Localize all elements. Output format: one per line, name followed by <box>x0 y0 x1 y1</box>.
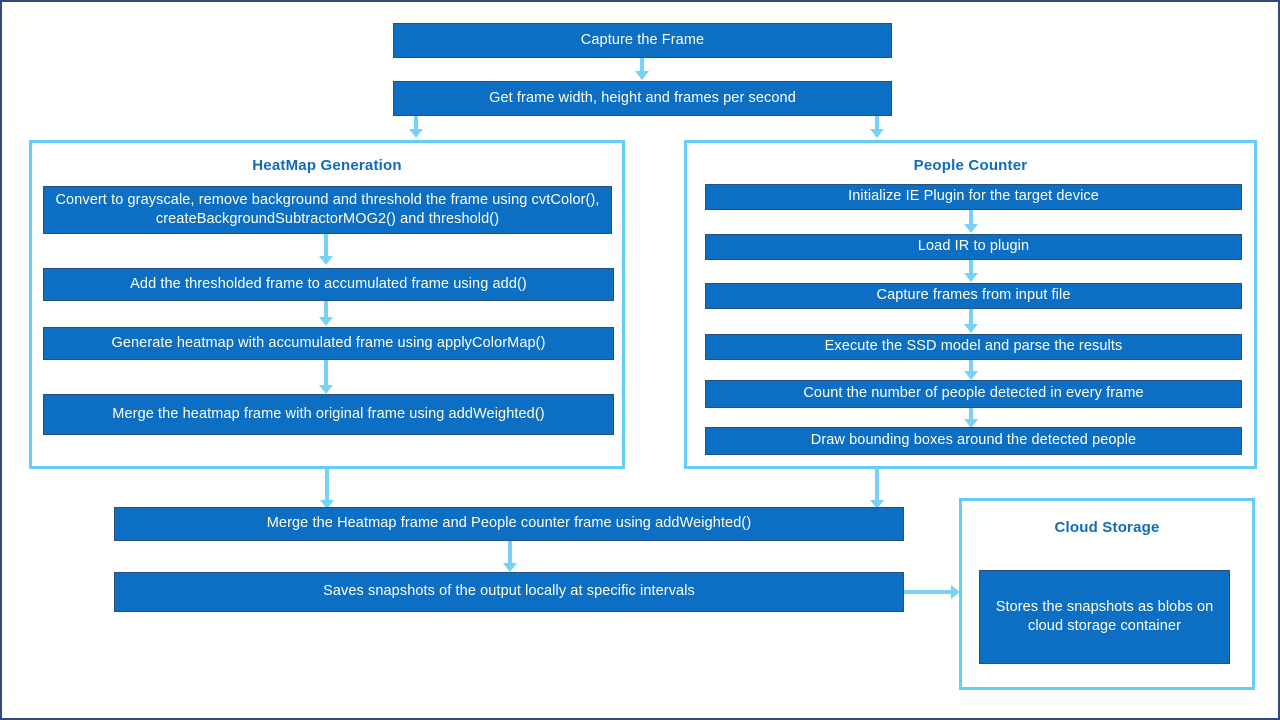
node-label: Merge the Heatmap frame and People count… <box>266 515 752 532</box>
node-draw-bounding-boxes[interactable]: Draw bounding boxes around the detected … <box>705 427 1242 455</box>
group-title-cloud-storage: Cloud Storage <box>1054 519 1160 536</box>
arrow-add-to-generate <box>324 301 328 318</box>
arrow-loadir-to-capture <box>969 260 973 274</box>
node-generate-heatmap[interactable]: Generate heatmap with accumulated frame … <box>43 327 614 360</box>
arrow-capture-to-getframe-head <box>635 71 649 80</box>
node-label: Add the thresholded frame to accumulated… <box>130 275 527 292</box>
arrow-save-to-cloudstorage <box>904 590 952 594</box>
node-label: Draw bounding boxes around the detected … <box>810 432 1137 449</box>
arrow-grayscale-to-add-head <box>319 256 333 265</box>
arrow-capture-to-getframe <box>640 58 644 72</box>
arrow-peoplecounter-group-to-merge-head <box>870 500 884 509</box>
node-label: Count the number of people detected in e… <box>803 385 1144 402</box>
group-people-counter: People Counter <box>684 140 1257 469</box>
arrow-heatmap-group-to-merge-head <box>320 500 334 509</box>
group-heatmap-generation: HeatMap Generation <box>29 140 625 469</box>
node-label: Stores the snapshots as blobs on cloud s… <box>995 598 1214 634</box>
arrow-generate-to-merge <box>324 360 328 386</box>
node-label: Load IR to plugin <box>917 238 1030 255</box>
node-label: Capture frames from input file <box>876 287 1071 304</box>
arrow-generate-to-merge-head <box>319 385 333 394</box>
arrow-getframe-to-peoplecounter-head <box>870 129 884 138</box>
node-store-snapshots-blobs[interactable]: Stores the snapshots as blobs on cloud s… <box>979 570 1230 664</box>
node-load-ir-to-plugin[interactable]: Load IR to plugin <box>705 234 1242 260</box>
node-add-thresholded-frame[interactable]: Add the thresholded frame to accumulated… <box>43 268 614 301</box>
arrow-init-to-loadir-head <box>964 224 978 233</box>
node-label: Merge the heatmap frame with original fr… <box>112 405 545 422</box>
arrow-getframe-to-heatmap-head <box>409 129 423 138</box>
arrow-getframe-to-heatmap <box>414 116 418 130</box>
arrow-count-to-draw <box>969 408 973 420</box>
node-label: Capture the Frame <box>580 31 705 48</box>
arrow-capture-to-ssd <box>969 309 973 325</box>
node-get-frame-properties[interactable]: Get frame width, height and frames per s… <box>393 81 892 116</box>
arrow-loadir-to-capture-head <box>964 273 978 282</box>
node-label: Execute the SSD model and parse the resu… <box>824 338 1123 355</box>
group-title-people-counter: People Counter <box>913 157 1028 174</box>
node-label: Generate heatmap with accumulated frame … <box>111 334 546 351</box>
node-merge-heatmap-original[interactable]: Merge the heatmap frame with original fr… <box>43 394 614 435</box>
arrow-getframe-to-peoplecounter <box>875 116 879 130</box>
arrow-count-to-draw-head <box>964 419 978 428</box>
group-title-heatmap-generation: HeatMap Generation <box>252 157 402 174</box>
node-label: Convert to grayscale, remove background … <box>55 191 600 227</box>
node-label: Get frame width, height and frames per s… <box>489 89 796 106</box>
node-label: Initialize IE Plugin for the target devi… <box>848 188 1099 205</box>
group-cloud-storage: Cloud Storage <box>959 498 1255 690</box>
node-initialize-ie-plugin[interactable]: Initialize IE Plugin for the target devi… <box>705 184 1242 210</box>
arrow-grayscale-to-add <box>324 234 328 257</box>
arrow-merge-to-save-head <box>503 563 517 572</box>
arrow-merge-to-save <box>508 541 512 564</box>
node-execute-ssd-model[interactable]: Execute the SSD model and parse the resu… <box>705 334 1242 360</box>
node-capture-the-frame[interactable]: Capture the Frame <box>393 23 892 58</box>
arrow-capture-to-ssd-head <box>964 324 978 333</box>
node-convert-grayscale[interactable]: Convert to grayscale, remove background … <box>43 186 612 234</box>
arrow-peoplecounter-group-to-merge <box>875 469 879 501</box>
arrow-add-to-generate-head <box>319 317 333 326</box>
node-capture-frames-input[interactable]: Capture frames from input file <box>705 283 1242 309</box>
node-save-snapshots[interactable]: Saves snapshots of the output locally at… <box>114 572 904 612</box>
arrow-save-to-cloudstorage-head <box>951 585 960 599</box>
arrow-ssd-to-count-head <box>964 371 978 380</box>
arrow-heatmap-group-to-merge <box>325 469 329 501</box>
node-label: Saves snapshots of the output locally at… <box>323 583 695 600</box>
node-count-people[interactable]: Count the number of people detected in e… <box>705 380 1242 408</box>
arrow-init-to-loadir <box>969 210 973 225</box>
arrow-ssd-to-count <box>969 360 973 372</box>
node-merge-heatmap-people[interactable]: Merge the Heatmap frame and People count… <box>114 507 904 541</box>
